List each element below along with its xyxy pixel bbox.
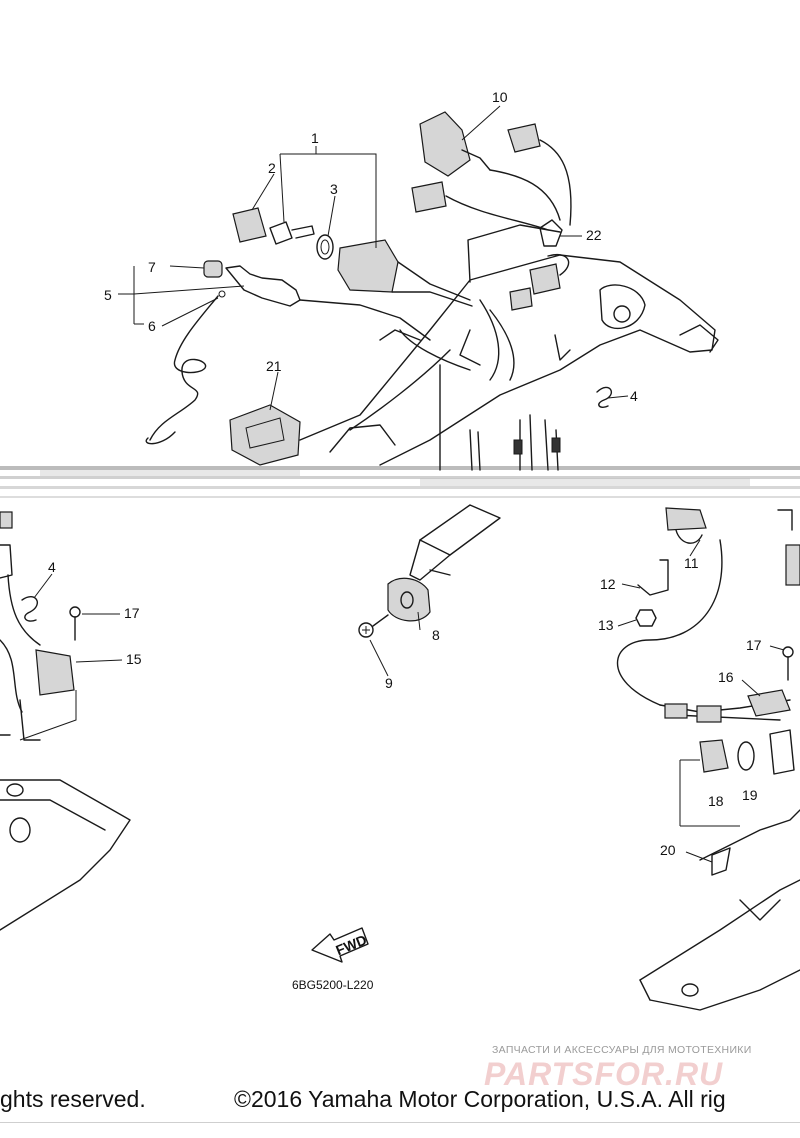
callout-19: 19	[742, 787, 758, 803]
callout-16: 16	[718, 669, 734, 685]
connector-right-edge	[785, 544, 800, 586]
screw-17-right	[782, 646, 794, 658]
screw-17-left	[69, 606, 81, 618]
sensor-body	[419, 111, 471, 177]
upper-housing	[299, 224, 719, 471]
right-assembly	[617, 507, 800, 1011]
callout-9: 9	[385, 675, 393, 691]
scan-noise-band	[0, 466, 800, 498]
watermark-caption: ЗАПЧАСТИ И АКСЕССУАРЫ ДЛЯ МОТОТЕХНИКИ	[492, 1044, 752, 1056]
key-switch-assembly	[232, 207, 473, 307]
callout-12: 12	[600, 576, 616, 592]
connector-upper	[507, 123, 541, 153]
clip-upper	[596, 386, 613, 409]
arrow-left-icon	[311, 927, 369, 963]
connector-housing-a	[529, 263, 561, 295]
component-11	[665, 507, 707, 531]
callout-17-left: 17	[124, 605, 140, 621]
label-20	[711, 847, 731, 876]
part-18	[699, 739, 729, 773]
callout-6: 6	[148, 318, 156, 334]
callout-8: 8	[432, 627, 440, 643]
bracket-12	[637, 559, 669, 596]
connector-housing-b	[509, 287, 533, 311]
clip-lower-left	[21, 595, 38, 622]
middle-parts	[358, 577, 431, 638]
callout-7: 7	[148, 259, 156, 275]
sensor-assembly	[411, 111, 572, 381]
fwd-label: FWD	[333, 931, 369, 958]
callout-numbers: 1 2 3 4 4 5 6 7 8 9 10 11 12 13 15 16 17…	[48, 89, 762, 858]
callout-4-upper: 4	[630, 388, 638, 404]
callout-21: 21	[266, 358, 282, 374]
switch-cap	[232, 207, 267, 243]
part-16	[747, 689, 791, 717]
stop-switch-assembly	[145, 260, 431, 445]
copyright-left: ghts reserved.	[0, 1086, 146, 1112]
connector-left	[411, 181, 447, 213]
callout-2: 2	[268, 160, 276, 176]
callout-5: 5	[104, 287, 112, 303]
copyright-right: ©2016 Yamaha Motor Corporation, U.S.A. A…	[234, 1086, 726, 1112]
screw-9	[358, 622, 374, 638]
diagram-code: 6BG5200-L220	[292, 978, 374, 992]
callout-22: 22	[586, 227, 602, 243]
key	[269, 221, 293, 245]
left-assembly	[0, 511, 131, 931]
callout-10: 10	[492, 89, 508, 105]
watermark-logo: PARTSFOR.RU	[484, 1056, 724, 1092]
callout-11: 11	[684, 555, 699, 571]
callout-13: 13	[598, 617, 614, 633]
callout-18: 18	[708, 793, 724, 809]
fwd-arrow: FWD	[311, 927, 369, 963]
main-switch	[337, 239, 399, 293]
leader-lines	[19, 105, 785, 863]
callout-17-right: 17	[746, 637, 762, 653]
wire-clamp	[539, 219, 563, 247]
callout-4-lower: 4	[48, 559, 56, 575]
callout-20: 20	[660, 842, 676, 858]
handle-grip	[229, 404, 301, 466]
connector-left-top	[0, 511, 13, 529]
bottom-rule	[0, 1122, 800, 1123]
collar-8	[387, 577, 431, 622]
steering-shaft	[409, 504, 501, 581]
nut-13	[635, 609, 657, 627]
ring-19	[737, 741, 755, 771]
callout-3: 3	[330, 181, 338, 197]
relay-box	[35, 649, 75, 696]
connector-r2	[696, 705, 722, 723]
lower-wires	[469, 414, 561, 471]
callout-1: 1	[311, 130, 319, 146]
connector-r1	[664, 703, 688, 719]
stop-switch-cap	[203, 260, 223, 278]
callout-15: 15	[126, 651, 142, 667]
washer-ring	[316, 234, 334, 260]
